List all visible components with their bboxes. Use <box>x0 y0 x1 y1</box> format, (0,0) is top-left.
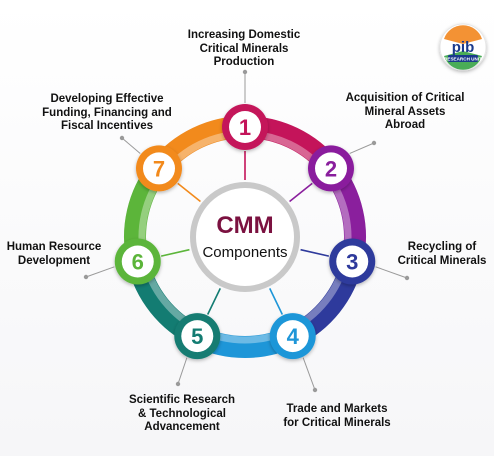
leader-line <box>121 137 141 154</box>
spoke-line <box>160 248 190 257</box>
label-line: for Critical Minerals <box>283 416 391 429</box>
label-line: & Technological <box>138 407 226 420</box>
label-line: Mineral Assets <box>364 105 446 118</box>
label-line: Increasing Domestic <box>187 29 301 41</box>
badge-number: 7 <box>153 156 165 181</box>
badge-5: 5 <box>174 313 221 360</box>
label-line: Advancement <box>144 421 220 433</box>
badge-number: 3 <box>346 249 358 274</box>
badge-2: 2 <box>308 145 355 192</box>
badge-number: 2 <box>325 156 337 181</box>
spoke-line <box>269 288 284 315</box>
spoke-line <box>206 288 221 315</box>
label-component-4: Trade and Markets for Critical Minerals <box>262 403 412 430</box>
badge-3: 3 <box>329 238 376 285</box>
label-line: Fiscal Incentives <box>60 120 154 132</box>
label-line: Critical Minerals <box>199 42 289 55</box>
label-line: Development <box>17 254 91 267</box>
leader-line <box>177 357 188 385</box>
label-line: Funding, Financing and <box>42 106 172 119</box>
label-line: Scientific Research <box>128 394 236 406</box>
badge-number: 4 <box>287 324 300 349</box>
center-title: CMM <box>216 212 273 239</box>
leader-dot <box>312 387 318 393</box>
spoke-line <box>177 182 201 203</box>
logo-wordmark: pib <box>452 39 475 56</box>
logo-caption-band <box>448 55 478 62</box>
label-line: Human Resource <box>6 241 102 253</box>
label-component-6: Human Resource Development <box>4 241 104 268</box>
center-circle <box>190 182 300 292</box>
logo-caption: RESEARCH UNIT <box>444 57 482 62</box>
spoke-lines <box>160 151 330 315</box>
badge-6: 6 <box>114 238 161 285</box>
badge-1: 1 <box>222 104 268 150</box>
badge-inner <box>121 245 154 278</box>
badge-inner <box>229 111 261 143</box>
center-hub: CMM Components <box>190 182 300 292</box>
badge-7: 7 <box>135 145 182 192</box>
leader-dot <box>175 381 181 387</box>
spoke-line <box>289 182 313 203</box>
label-component-3: Recycling of Critical Minerals <box>392 241 492 268</box>
badge-number: 5 <box>191 324 203 349</box>
badge-inner <box>142 152 175 185</box>
label-component-2: Acquisition of Critical Mineral Assets A… <box>325 92 485 133</box>
center-subtitle: Components <box>202 244 287 261</box>
badge-number: 6 <box>132 249 144 274</box>
leader-dot <box>242 69 248 75</box>
label-line: Production <box>213 56 275 68</box>
badge-inner <box>276 320 309 353</box>
spoke-line <box>300 248 330 257</box>
leader-line <box>349 142 375 154</box>
label-line: Acquisition of Critical <box>345 92 465 104</box>
label-line: Recycling of <box>407 241 477 253</box>
badge-inner <box>336 245 369 278</box>
leader-line <box>302 357 316 391</box>
label-component-7: Developing Effective Funding, Financing … <box>30 93 184 134</box>
label-line: Abroad <box>384 119 426 131</box>
label-component-1: Increasing Domestic Critical Minerals Pr… <box>174 29 314 70</box>
badge-number: 1 <box>239 115 251 140</box>
label-line: Critical Minerals <box>397 254 487 267</box>
component-badges: 1 2 3 4 5 6 7 <box>114 104 376 360</box>
label-line: Developing Effective <box>50 93 164 105</box>
badge-inner <box>315 152 348 185</box>
leader-dot <box>371 140 377 146</box>
leader-lines <box>83 69 410 393</box>
logo-saffron-arc <box>444 25 482 44</box>
leader-dot <box>119 135 125 141</box>
leader-line <box>375 266 408 279</box>
leader-line <box>85 266 115 278</box>
label-component-5: Scientific Research & Technological Adva… <box>112 394 252 435</box>
pib-logo: pib RESEARCH UNIT <box>439 23 487 71</box>
label-line: Trade and Markets <box>286 403 388 415</box>
badge-inner <box>181 320 214 353</box>
leader-dot <box>404 275 410 281</box>
badge-4: 4 <box>269 313 316 360</box>
leader-dot <box>83 274 89 280</box>
